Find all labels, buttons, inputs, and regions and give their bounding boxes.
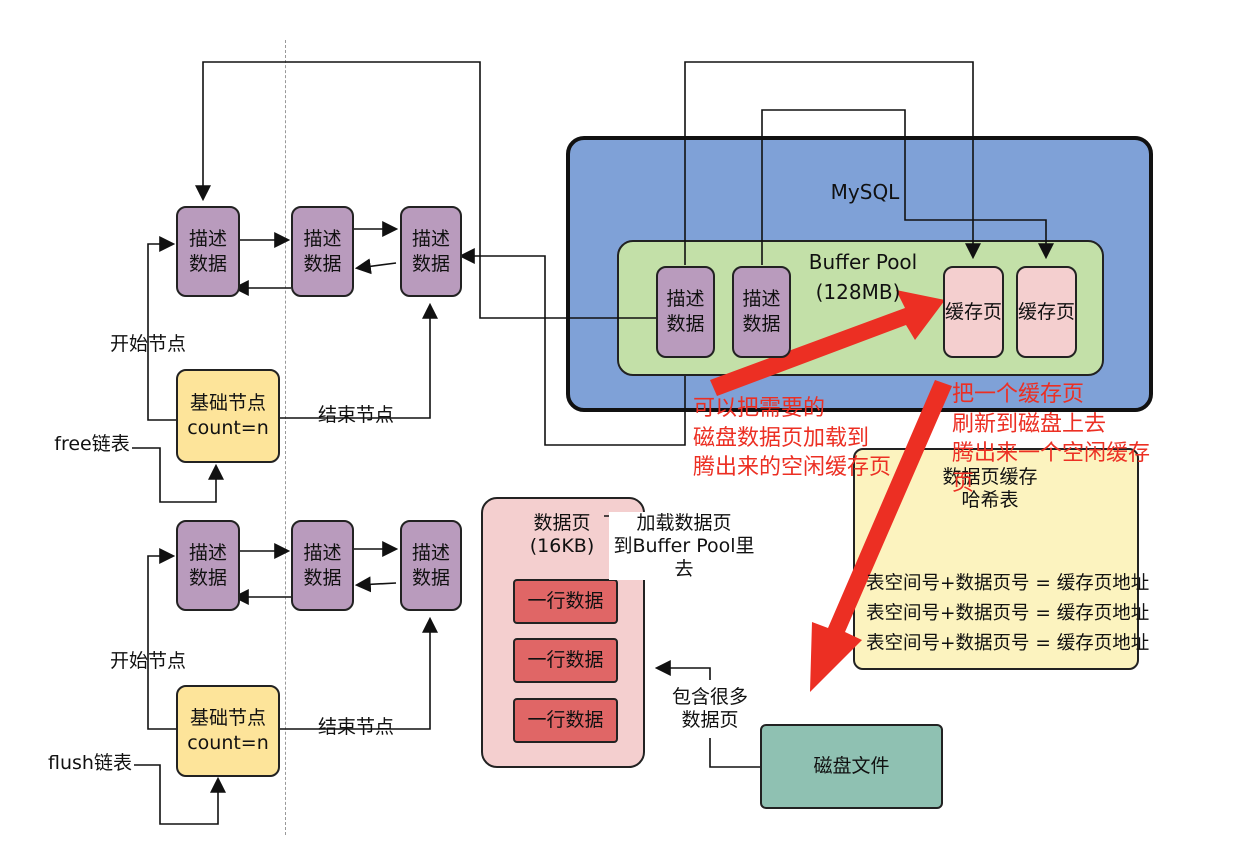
disk-file: 磁盘文件 xyxy=(760,724,943,809)
data-row: 一行数据 xyxy=(513,698,618,743)
flush-annotation: 把一个缓存页 刷新到磁盘上去 腾出来一个空闲缓存页 xyxy=(952,382,1151,497)
data-row: 一行数据 xyxy=(513,579,618,624)
hash-table-title: 数据页缓存 哈希表 xyxy=(942,466,1038,511)
load-annotation: 可以把需要的 磁盘数据页加载到 腾出来的空闲缓存页 xyxy=(693,396,892,481)
cache-page: 缓存页 xyxy=(1016,266,1077,358)
buffer-pool-size: (128MB) xyxy=(815,280,901,304)
hash-table-entry: 表空间号+数据页号 = 缓存页地址 xyxy=(866,573,1150,594)
buffer-pool-desc-block: 描述 数据 xyxy=(732,266,791,358)
data-page-title: 数据页 (16KB) xyxy=(529,512,595,557)
free-list-end-label: 结束节点 xyxy=(317,404,394,426)
flush-list-end-label: 结束节点 xyxy=(317,716,394,738)
flush-list-base-node: 基础节点 count=n xyxy=(176,685,280,777)
flush-list-desc-node: 描述 数据 xyxy=(400,520,462,611)
buffer-pool-desc-block: 描述 数据 xyxy=(656,266,715,358)
mysql-title: MySQL xyxy=(830,180,900,204)
free-list-desc-node: 描述 数据 xyxy=(291,206,354,297)
disk-contains-label: 包含很多 数据页 xyxy=(671,686,748,731)
free-list-start-label: 开始节点 xyxy=(109,333,186,355)
hash-table-entry: 表空间号+数据页号 = 缓存页地址 xyxy=(866,633,1150,654)
free-list-name: free链表 xyxy=(54,433,130,455)
flush-list-desc-node: 描述 数据 xyxy=(176,520,240,611)
data-row: 一行数据 xyxy=(513,638,618,683)
cache-page: 缓存页 xyxy=(943,266,1004,358)
free-list-desc-node: 描述 数据 xyxy=(400,206,462,297)
free-list-base-node: 基础节点 count=n xyxy=(176,369,280,463)
flush-list-name: flush链表 xyxy=(48,752,132,774)
buffer-pool-title: Buffer Pool xyxy=(808,250,918,274)
divider-line xyxy=(285,40,286,835)
free-list-desc-node: 描述 数据 xyxy=(176,206,240,297)
hash-table-entry: 表空间号+数据页号 = 缓存页地址 xyxy=(866,603,1150,624)
flush-list-start-label: 开始节点 xyxy=(109,650,186,672)
load-data-page-label: 加载数据页 到Buffer Pool里去 xyxy=(609,512,759,581)
flush-list-desc-node: 描述 数据 xyxy=(291,520,354,611)
